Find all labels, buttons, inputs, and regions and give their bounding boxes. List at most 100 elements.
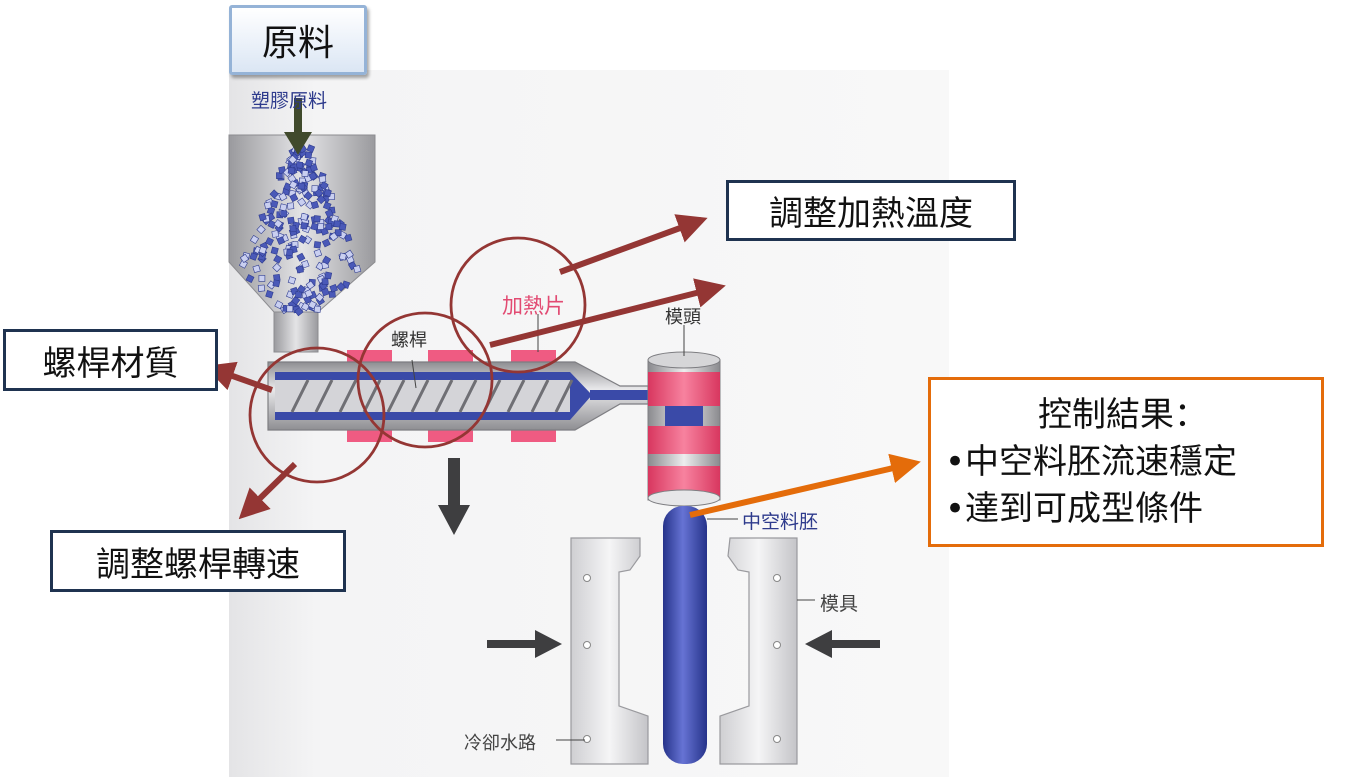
label-mold: 模具 xyxy=(820,593,859,615)
pellet xyxy=(319,180,329,191)
label-heater: 加熱片 xyxy=(502,294,565,318)
pellet xyxy=(273,254,283,264)
pellet xyxy=(265,237,274,246)
screw-flight xyxy=(554,379,574,413)
pellet xyxy=(329,231,339,242)
pellet xyxy=(287,216,295,225)
pellet xyxy=(257,284,266,292)
control-result-title: 控制結果： xyxy=(1038,394,1208,435)
pellet xyxy=(308,171,318,181)
pellet xyxy=(323,188,332,197)
pellet xyxy=(301,259,310,269)
pellet xyxy=(294,306,304,317)
pellet xyxy=(304,158,314,168)
callout-arrows xyxy=(204,214,726,520)
pellet xyxy=(287,276,297,285)
pellet xyxy=(285,248,294,257)
mold-right xyxy=(719,537,798,765)
pellet xyxy=(307,300,317,310)
pellet xyxy=(297,197,307,207)
pellet xyxy=(252,264,261,274)
pellet xyxy=(294,291,303,299)
pellet xyxy=(303,295,313,305)
label-screw: 螺桿 xyxy=(391,330,427,351)
arrow-to-heater xyxy=(489,278,726,348)
screw-flight xyxy=(410,379,430,413)
pellet xyxy=(256,224,266,235)
arrow-to-control-result xyxy=(689,453,921,518)
label-parison: 中空料胚 xyxy=(742,511,819,533)
pellet xyxy=(321,287,330,297)
pellet xyxy=(278,192,288,202)
pellet xyxy=(289,224,297,233)
circle-heater xyxy=(449,236,587,374)
pellet xyxy=(298,182,305,190)
label-die-head: 模頭 xyxy=(665,307,701,328)
callout-raw-material: 原料 xyxy=(229,5,367,75)
callout-heating-temp: 調整加熱溫度 xyxy=(726,180,1016,241)
pellet xyxy=(289,193,299,203)
pellet xyxy=(344,233,353,242)
screw-flight xyxy=(530,379,550,413)
pellet xyxy=(245,274,255,284)
pellet xyxy=(258,275,266,282)
pellet xyxy=(311,185,319,193)
pellet xyxy=(266,206,276,215)
pellet xyxy=(286,202,295,210)
pellet xyxy=(239,253,250,263)
flow-arrows xyxy=(284,98,880,658)
pellet xyxy=(304,151,313,159)
pellet xyxy=(273,219,283,229)
pellet xyxy=(324,208,334,218)
pellet xyxy=(314,292,325,303)
pellet xyxy=(301,170,309,178)
die-head xyxy=(647,351,721,507)
pellet xyxy=(272,279,281,288)
extruder-barrel xyxy=(267,361,650,431)
clamp-arrow-left xyxy=(487,630,562,658)
pellet xyxy=(329,284,338,293)
pellet xyxy=(267,219,277,229)
screw-flight xyxy=(386,379,406,413)
pellet xyxy=(272,262,282,273)
pellet xyxy=(310,222,319,231)
screw-flight xyxy=(458,379,478,413)
pellet xyxy=(313,248,323,258)
pellet xyxy=(322,255,332,265)
pellet xyxy=(270,246,279,255)
callout-screw-material: 螺桿材質 xyxy=(3,329,218,391)
pellet xyxy=(258,212,267,222)
mold-left xyxy=(570,537,649,765)
pellet xyxy=(269,189,279,199)
pellet xyxy=(296,252,306,262)
pellet xyxy=(300,212,309,221)
screw-flight xyxy=(506,379,526,413)
pellet xyxy=(336,282,346,292)
pellet xyxy=(297,234,308,244)
pellet xyxy=(313,305,321,313)
pellet xyxy=(265,290,274,299)
pellet xyxy=(325,223,333,231)
pellet xyxy=(287,166,296,175)
pellet xyxy=(303,191,313,201)
pellet xyxy=(258,246,267,255)
callout-control-result: 控制結果： •中空料胚流速穩定 •達到可成型條件 xyxy=(928,377,1324,547)
pellet xyxy=(270,200,279,209)
arrow-to-heating-temp xyxy=(558,214,708,275)
pellet xyxy=(333,220,341,228)
clamp-arrow-right xyxy=(805,630,880,658)
pellet xyxy=(324,271,333,280)
pellet xyxy=(274,300,284,310)
circle-screw-material xyxy=(356,311,494,449)
screw-flight xyxy=(290,379,310,413)
arrow-to-screw-speed xyxy=(238,461,298,520)
pellet xyxy=(314,188,324,198)
pellet xyxy=(306,144,316,153)
pellet xyxy=(344,249,354,259)
pellet xyxy=(321,277,329,286)
pellet xyxy=(249,234,260,245)
screw-flight xyxy=(314,379,334,413)
screw-flight xyxy=(338,379,358,413)
pellet xyxy=(287,174,297,184)
